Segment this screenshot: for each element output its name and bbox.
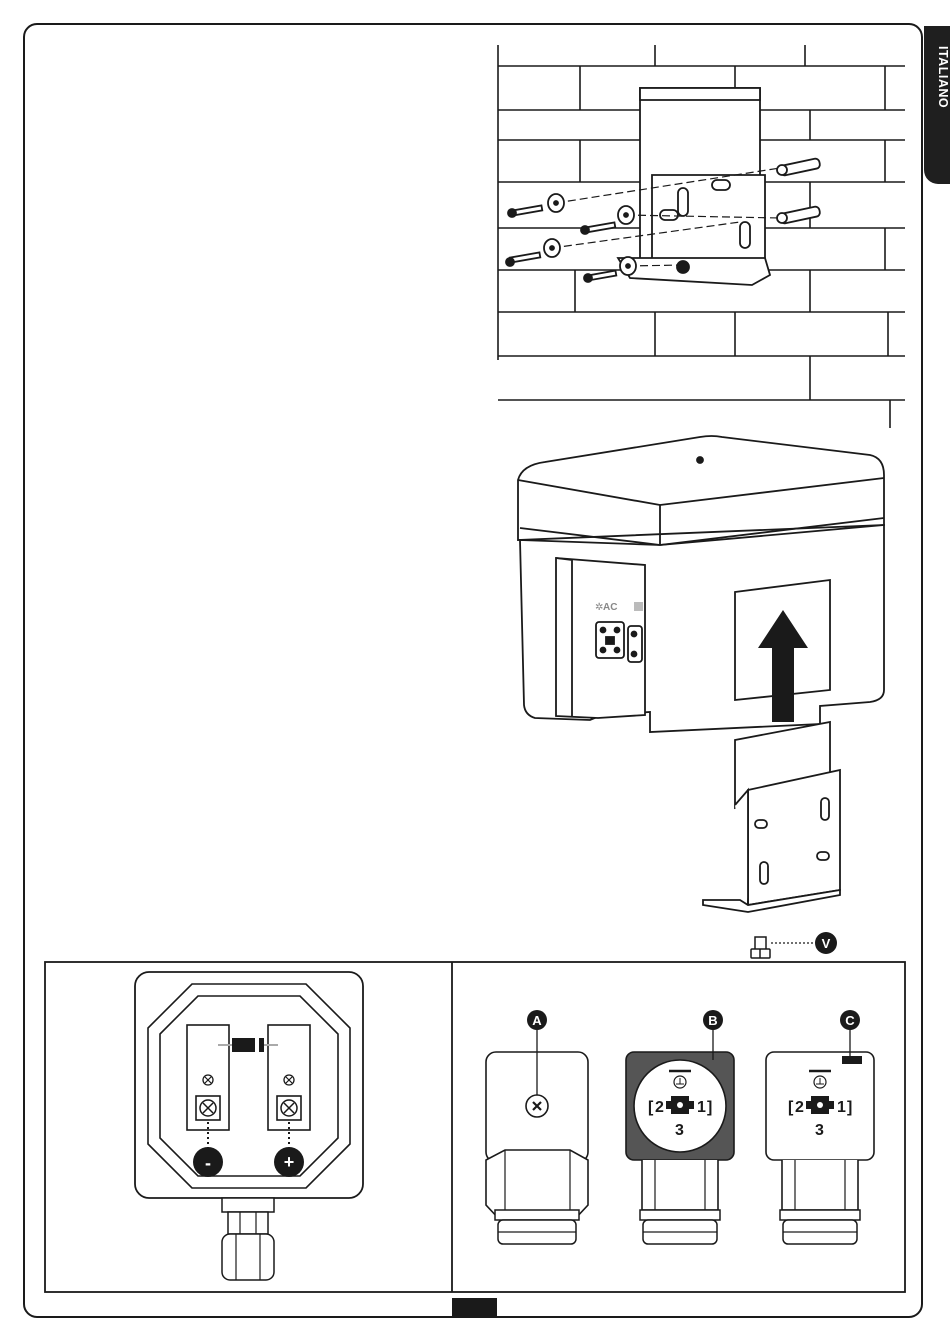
- motor-label: AC: [603, 602, 617, 613]
- svg-text:1: 1: [697, 1099, 706, 1116]
- svg-text:2: 2: [795, 1099, 804, 1116]
- label-b: B: [703, 1010, 723, 1030]
- connector-a-illustration: [486, 1028, 588, 1244]
- svg-text:[: [: [788, 1099, 794, 1116]
- svg-text:2: 2: [655, 1099, 664, 1116]
- terminal-board-illustration: [135, 972, 363, 1280]
- svg-text:]: ]: [847, 1099, 852, 1116]
- svg-text:[: [: [648, 1099, 654, 1116]
- label-v: V: [822, 936, 831, 951]
- svg-text:1: 1: [837, 1099, 846, 1116]
- bracket-illustration: [703, 722, 840, 912]
- svg-text:]: ]: [707, 1099, 712, 1116]
- page-number-tab: [452, 1298, 497, 1318]
- label-c: C: [840, 1010, 860, 1030]
- svg-text:✲: ✲: [595, 602, 603, 613]
- svg-text:B: B: [708, 1013, 717, 1028]
- svg-text:3: 3: [675, 1122, 684, 1139]
- svg-text:-: -: [205, 1153, 211, 1173]
- label-a: A: [527, 1010, 547, 1030]
- screw-v-callout: V: [751, 932, 837, 958]
- svg-text:+: +: [284, 1152, 295, 1172]
- svg-text:C: C: [845, 1013, 855, 1028]
- control-box-illustration: AC ✲: [518, 436, 884, 732]
- svg-text:A: A: [532, 1013, 542, 1028]
- svg-text:3: 3: [815, 1122, 824, 1139]
- terminal-minus: -: [193, 1147, 223, 1177]
- wall-bracket-mounting-illustration: [506, 88, 821, 285]
- terminal-plus: +: [274, 1147, 304, 1177]
